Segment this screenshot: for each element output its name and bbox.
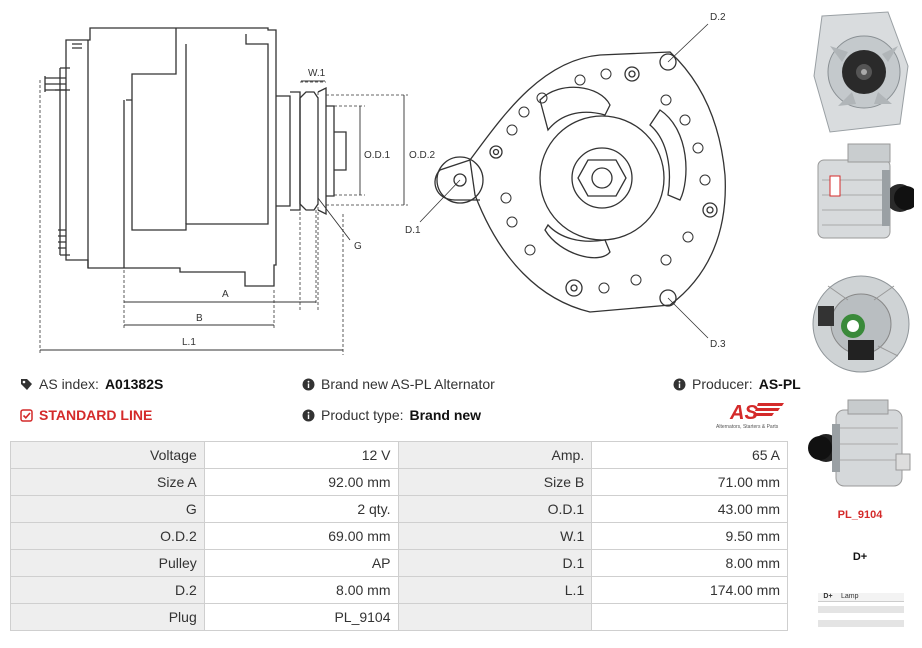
- a-label: A: [222, 289, 229, 300]
- tag-icon: [20, 378, 33, 391]
- spec-label: Pulley: [10, 549, 205, 577]
- svg-text:AS: AS: [729, 402, 758, 424]
- info-icon: [673, 378, 686, 391]
- info-icon: [302, 409, 315, 422]
- terminal-caption: D+: [852, 551, 868, 563]
- d3-label: D.3: [710, 339, 726, 350]
- spec-label: D.1: [397, 549, 593, 577]
- product-type-label: Product type:: [321, 407, 404, 423]
- spec-value: 9.50 mm: [591, 522, 788, 550]
- w1-label: W.1: [308, 68, 326, 79]
- producer-info: Producer: AS-PL: [673, 376, 801, 392]
- plug-code-caption: PL_9104: [837, 509, 883, 521]
- spec-label: Size B: [397, 468, 593, 496]
- spec-value: 69.00 mm: [203, 522, 399, 550]
- d2-label: D.2: [710, 12, 726, 23]
- product-type-value: Brand new: [409, 407, 482, 423]
- product-photo-side[interactable]: [808, 140, 918, 258]
- technical-drawing: W.1 O.D.1 O.D.2 G A B L.1 D.1 D.2 D.3: [39, 12, 726, 355]
- spec-label: D.2: [10, 576, 205, 604]
- table-row: Voltage 12 V Amp. 65 A: [10, 441, 788, 469]
- g-label: G: [354, 241, 362, 252]
- table-row: O.D.2 69.00 mm W.1 9.50 mm: [10, 522, 788, 550]
- l1-label: L.1: [182, 337, 196, 348]
- spec-label: G: [10, 495, 205, 523]
- pin-terminal: D+: [823, 593, 833, 600]
- product-photo-angle[interactable]: [808, 398, 914, 498]
- spec-value: 8.00 mm: [591, 549, 788, 577]
- brand-info: Brand new AS-PL Alternator: [302, 376, 495, 392]
- spec-value: 43.00 mm: [591, 495, 788, 523]
- table-row: Size A 92.00 mm Size B 71.00 mm: [10, 468, 788, 496]
- info-icon: [302, 378, 315, 391]
- svg-text:Alternators, Starters & Parts: Alternators, Starters & Parts: [716, 424, 779, 430]
- spec-label: Plug: [10, 603, 205, 631]
- as-index: AS index: A01382S: [20, 376, 163, 392]
- spec-value: 174.00 mm: [591, 576, 788, 604]
- spec-label: [397, 603, 593, 631]
- spec-label: Voltage: [10, 441, 205, 469]
- spec-value: 8.00 mm: [203, 576, 399, 604]
- spec-label: O.D.1: [397, 495, 593, 523]
- table-row: Pulley AP D.1 8.00 mm: [10, 549, 788, 577]
- as-index-value: A01382S: [104, 376, 164, 392]
- standard-line-text: STANDARD LINE: [39, 407, 153, 423]
- spec-value: 92.00 mm: [203, 468, 399, 496]
- spec-label: L.1: [397, 576, 593, 604]
- b-label: B: [196, 313, 203, 324]
- pin-function: Lamp: [841, 593, 859, 600]
- spec-table: Voltage 12 V Amp. 65 A Size A 92.00 mm S…: [10, 441, 788, 631]
- spec-value: 2 qty.: [203, 495, 399, 523]
- as-pl-logo: AS Alternators, Starters & Parts: [714, 399, 794, 431]
- pin-table: D+ Lamp: [818, 593, 904, 635]
- d1-label: D.1: [405, 225, 421, 236]
- as-index-label: AS index:: [39, 376, 99, 392]
- checkbox-icon: [20, 408, 33, 422]
- product-photo-rear[interactable]: [808, 266, 914, 384]
- table-row: Plug PL_9104: [10, 603, 788, 631]
- brand-text: Brand new AS-PL Alternator: [321, 376, 495, 392]
- spec-value: PL_9104: [203, 603, 399, 631]
- producer-label: Producer:: [692, 376, 753, 392]
- table-row: D.2 8.00 mm L.1 174.00 mm: [10, 576, 788, 604]
- spec-label: W.1: [397, 522, 593, 550]
- table-row: G 2 qty. O.D.1 43.00 mm: [10, 495, 788, 523]
- spec-label: Amp.: [397, 441, 593, 469]
- spec-value: 12 V: [203, 441, 399, 469]
- spec-label: O.D.2: [10, 522, 205, 550]
- standard-line: STANDARD LINE: [20, 407, 152, 423]
- product-photo-front[interactable]: [808, 6, 914, 136]
- producer-value: AS-PL: [758, 376, 801, 392]
- spec-value: 65 A: [591, 441, 788, 469]
- spec-value: AP: [203, 549, 399, 577]
- spec-value: 71.00 mm: [591, 468, 788, 496]
- od2-label: O.D.2: [409, 150, 436, 161]
- product-type: Product type: Brand new: [302, 407, 481, 423]
- spec-label: Size A: [10, 468, 205, 496]
- spec-value: [591, 603, 788, 631]
- od1-label: O.D.1: [364, 150, 391, 161]
